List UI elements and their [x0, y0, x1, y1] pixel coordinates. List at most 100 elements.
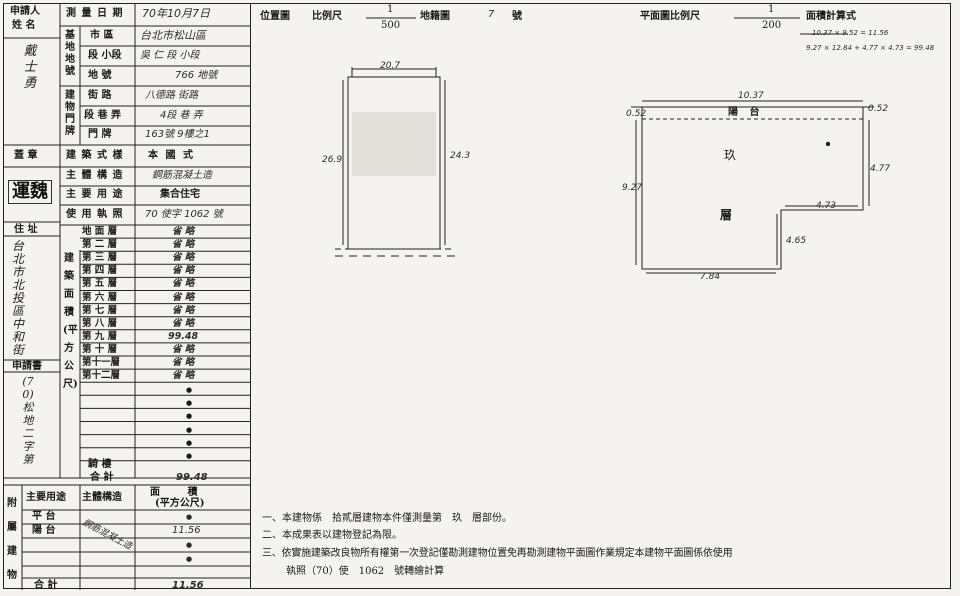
plan-dim-left-top: 0.52 — [626, 109, 647, 119]
style-label: 建 築 式 樣 — [66, 150, 124, 161]
annex-row-use: 平 台 — [32, 511, 56, 522]
use-value: 集合住宅 — [160, 189, 200, 200]
floor-area-value: 省 略 — [172, 343, 195, 355]
location-map-outline — [335, 67, 455, 257]
annex-total-label: 合 計 — [34, 580, 58, 591]
location-scale-denominator: 500 — [381, 20, 401, 31]
floor-plan-outline — [631, 100, 874, 274]
style-value: 本 國 式 — [148, 150, 195, 161]
plan-floor-label-1: 玖 — [724, 148, 737, 162]
section-value: 吳 仁 段 小段 — [140, 50, 200, 61]
blank-row-dot: ● — [186, 451, 193, 460]
applicant-name-handwritten: 戴士勇 — [23, 44, 37, 91]
plan-marker-dot — [825, 141, 831, 147]
floor-area-value: 省 略 — [172, 239, 195, 251]
permit-label: 使 用 執 照 — [66, 209, 124, 220]
loc-dim-top: 20.7 — [380, 61, 401, 71]
building-address-vertical-label: 建物門牌 — [65, 90, 75, 137]
annex-row-area: 11.56 — [172, 525, 201, 536]
applicant-seal-stamp: 運魏 — [8, 180, 52, 204]
survey-date-value: 70年10月7日 — [142, 7, 210, 20]
address-handwritten: 台北市北投區中和街 — [11, 239, 24, 357]
floor-label: 第十二層 — [82, 370, 121, 382]
annex-row-use: 陽 台 — [32, 525, 56, 536]
note-4: 執照（70）使 1062 號轉繪計算 — [286, 566, 445, 577]
floor-label: 第 二 層 — [82, 239, 118, 251]
area-calc-line1: 10.37 × 9.52 = 11.56 — [812, 29, 889, 37]
total-value: 99.48 — [176, 472, 208, 483]
table-divider — [250, 3, 252, 589]
location-scale-label: 比例尺 — [312, 11, 342, 22]
floor-label: 第 八 層 — [82, 317, 118, 329]
application-number-handwritten: (70)松地二字第 — [22, 375, 34, 466]
street-value: 八德路 街路 — [145, 90, 199, 101]
total-label: 合 計 — [90, 472, 114, 483]
cadastral-sheet-label: 地籍圖 — [420, 11, 450, 22]
annex-col-structure: 主體構造 — [82, 492, 122, 503]
blank-row-dot: ● — [186, 425, 193, 434]
floor-label: 第 十 層 — [82, 343, 118, 355]
annex-vertical-label: 附屬建物 — [7, 498, 17, 581]
door-label: 門 牌 — [88, 129, 112, 140]
location-scale-numerator: 1 — [387, 4, 394, 15]
floor-label: 第十一層 — [82, 357, 121, 368]
note-2: 二、本成果表以建物登記為限。 — [262, 530, 402, 541]
floor-label: 第 九 層 — [82, 330, 118, 342]
address-label: 住 址 — [14, 224, 38, 235]
lane-label: 段 巷 弄 — [84, 110, 121, 121]
plan-dim-right: 4.77 — [870, 164, 891, 174]
lot-label: 地 號 — [88, 70, 112, 81]
use-label: 主 要 用 途 — [66, 189, 124, 200]
city-value: 台北市松山區 — [140, 29, 206, 42]
plan-dim-step-v: 4.65 — [786, 236, 807, 246]
location-vertical-label: 基地地號 — [65, 30, 75, 77]
permit-value: 70 使字 1062 號 — [145, 209, 223, 220]
annex-row-area: ● — [186, 555, 193, 563]
lot-value: 766 地號 — [175, 70, 218, 81]
applicant-header-line1: 申請人 — [10, 6, 40, 17]
floor-label: 第 三 層 — [82, 252, 118, 264]
floor-area-value: 省 略 — [172, 304, 195, 316]
blank-row-dot: ● — [186, 412, 193, 421]
loc-dim-right: 24.3 — [450, 151, 471, 161]
plan-dim-bottom: 7.84 — [700, 272, 721, 282]
plan-balcony-label: 陽 台 — [728, 107, 764, 118]
annex-col-area: 面 積 — [150, 487, 210, 498]
annex-col-area-unit: (平方公尺) — [155, 498, 205, 509]
floor-area-value: 省 略 — [172, 291, 195, 303]
floor-area-value: 99.48 — [168, 330, 199, 342]
floor-area-value: 省 略 — [172, 226, 195, 237]
section-label: 段 小段 — [88, 50, 122, 61]
floor-area-value: 省 略 — [172, 265, 195, 277]
area-calc-label: 面積計算式 — [806, 11, 856, 22]
plan-scale-numerator: 1 — [768, 4, 775, 15]
plan-scale-title: 平面圖比例尺 — [640, 11, 700, 22]
note-3: 三、依實施建築改良物所有權第一次登記僅勘測建物位置免再勘測建物平面圖作業規定本建… — [262, 548, 733, 559]
plan-dim-step: 4.73 — [816, 201, 837, 211]
loc-dim-left: 26.9 — [322, 155, 343, 165]
document-frame — [3, 3, 951, 589]
blank-row-dot: ● — [186, 399, 193, 408]
structure-value: 鋼筋混凝土造 — [152, 170, 212, 181]
floor-area-value: 省 略 — [172, 317, 195, 329]
annex-col-use: 主要用途 — [26, 492, 66, 503]
annex-total-value: 11.56 — [172, 580, 204, 591]
loft-label: 騎 樓 — [88, 459, 112, 470]
area-calc-line2: 9.27 × 12.84 + 4.77 × 4.73 = 99.48 — [806, 44, 935, 52]
city-label: 市 區 — [90, 30, 114, 41]
location-map-title: 位置圖 — [260, 11, 290, 22]
floor-label: 地 面 層 — [82, 226, 118, 237]
floor-label: 第 四 層 — [82, 265, 118, 277]
floor-area-value: 省 略 — [172, 278, 195, 290]
applicant-header-line2: 姓 名 — [12, 20, 36, 31]
area-vertical-label: 建築面積(平方公尺) — [63, 253, 78, 390]
blank-row-dot: ● — [186, 386, 193, 395]
plan-dim-right-top: 0.52 — [868, 104, 889, 114]
street-label: 街 路 — [88, 90, 112, 101]
plan-scale-denominator: 200 — [762, 20, 782, 31]
door-value: 163號 9樓之1 — [145, 129, 210, 140]
floor-label: 第 六 層 — [82, 291, 118, 303]
application-label: 申請書 — [12, 361, 42, 372]
plan-floor-label-2: 層 — [720, 208, 733, 222]
